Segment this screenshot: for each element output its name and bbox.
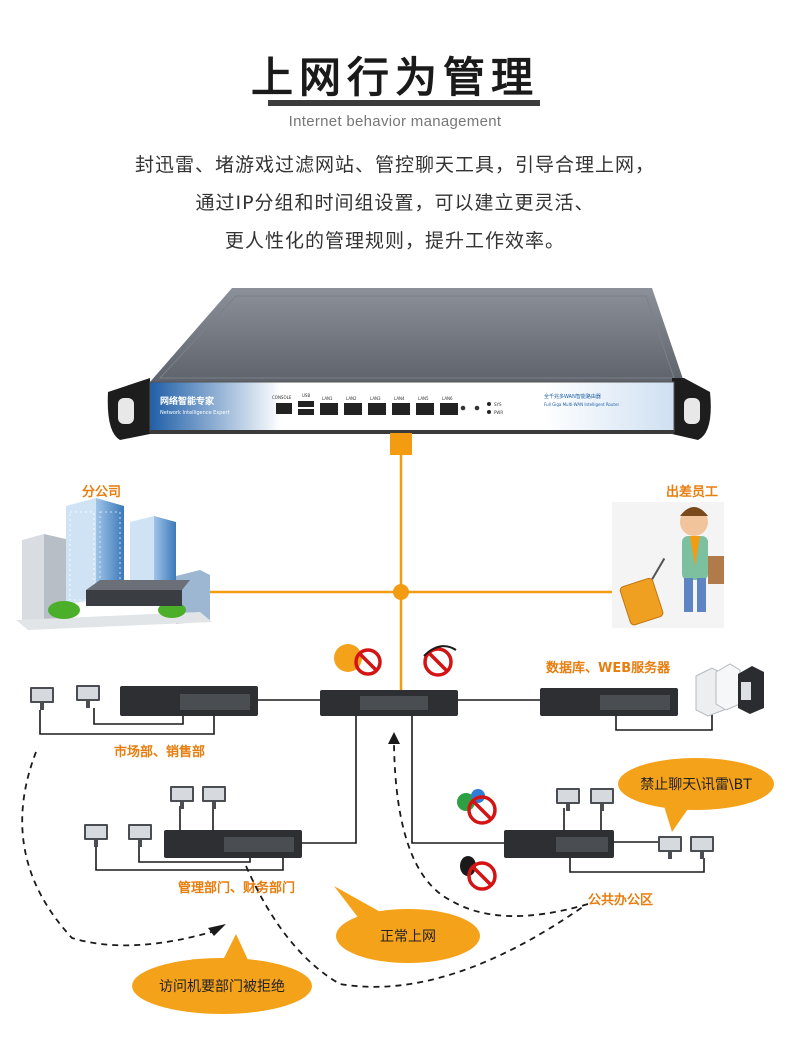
bubble-banned-text: 禁止聊天\讯雷\BT	[640, 777, 752, 793]
no-qq-icon	[460, 856, 497, 891]
usb-label: USB	[302, 393, 310, 398]
device-brand-en: Network Intelligence Expert	[160, 410, 230, 416]
monitor-icon	[690, 836, 714, 859]
monitor-icon	[590, 788, 614, 811]
lan-links	[39, 699, 713, 873]
monitor-icon	[30, 687, 54, 710]
lan-port-label: LAN6	[442, 396, 453, 401]
no-chat-icon	[457, 789, 497, 825]
lan-port	[368, 403, 386, 415]
description-line-2: 通过IP分组和时间组设置，可以建立更灵活、	[195, 192, 595, 214]
no-game-icon	[423, 645, 457, 677]
page-subtitle: Internet behavior management	[288, 113, 502, 130]
label-branch-office: 分公司	[82, 484, 121, 500]
device-model: 全千兆多WAN智能路由器	[544, 393, 601, 400]
denied-path-left	[21, 751, 219, 947]
label-traveling-employee: 出差员工	[666, 484, 718, 500]
description-line-1: 封迅雷、堵游戏过滤网站、管控聊天工具，引导合理上网，	[134, 154, 655, 176]
switch-management	[164, 830, 302, 858]
lan-port	[416, 403, 434, 415]
no-thunder-icon	[334, 644, 382, 676]
led-2	[474, 405, 480, 411]
traffic-paths	[21, 743, 589, 988]
sys-led	[487, 402, 491, 406]
console-label: CONSOLE	[272, 395, 292, 400]
server-group	[695, 663, 764, 717]
junction-node	[393, 584, 409, 600]
label-marketing-sales: 市场部、销售部	[114, 744, 205, 760]
pwr-led	[487, 410, 491, 414]
bubble-normal-internet	[334, 886, 480, 963]
lan-port	[392, 403, 410, 415]
lan-port-label: LAN1	[322, 396, 333, 401]
arrow-head-denied	[208, 924, 226, 936]
label-servers: 数据库、WEB服务器	[546, 660, 671, 676]
monitor-icon	[170, 786, 194, 809]
lan-port-label: LAN5	[418, 396, 429, 401]
switch-public	[504, 830, 614, 858]
normal-path	[393, 743, 589, 917]
bubble-denied-text: 访问机要部门被拒绝	[159, 979, 285, 995]
router-uplink-node	[390, 433, 412, 455]
lan-port-label: LAN4	[394, 396, 405, 401]
monitor-icon	[658, 836, 682, 859]
usb-port-2	[298, 409, 314, 415]
page-title: 上网行为管理	[250, 53, 539, 102]
device-brand: 网络智能专家	[160, 395, 215, 407]
sys-led-label: SYS	[494, 402, 502, 407]
bubble-normal-text: 正常上网	[380, 929, 436, 945]
console-port	[276, 403, 292, 414]
bubble-access-denied	[132, 934, 312, 1014]
lan-port	[440, 403, 458, 415]
lan-port-label: LAN3	[370, 396, 381, 401]
denied-path-right	[245, 865, 585, 988]
uplink-lines	[196, 433, 616, 690]
pwr-led-label: PWR	[494, 410, 503, 415]
monitor-icon	[76, 685, 100, 708]
label-management-finance: 管理部门、财务部门	[178, 880, 295, 896]
lan-port	[344, 403, 362, 415]
title-underline	[268, 100, 540, 106]
lan-port-group: LAN1 LAN2 LAN3 LAN4 LAN5 LAN6	[320, 396, 458, 415]
switch-core	[320, 690, 458, 716]
arrow-head-normal	[388, 732, 400, 744]
switch-marketing	[120, 686, 258, 716]
lan-port	[320, 403, 338, 415]
monitor-icon	[84, 824, 108, 847]
router-device: 网络智能专家 Network Intelligence Expert 全千兆多W…	[107, 288, 711, 440]
monitor-icon	[128, 824, 152, 847]
usb-port-1	[298, 401, 314, 407]
monitor-icon	[556, 788, 580, 811]
lan-port-label: LAN2	[346, 396, 357, 401]
bubble-chat-banned	[618, 758, 774, 832]
led-1	[460, 405, 466, 411]
device-model-en: Full Giga Multi-WAN Intelligent Router	[544, 402, 619, 407]
description-line-3: 更人性化的管理规则，提升工作效率。	[224, 230, 565, 252]
traveling-employee-figure	[612, 502, 724, 628]
monitor-group	[30, 685, 714, 859]
switch-servers	[540, 688, 678, 716]
branch-office-buildings	[16, 498, 212, 630]
label-public-office: 公共办公区	[588, 892, 653, 908]
monitor-icon	[202, 786, 226, 809]
